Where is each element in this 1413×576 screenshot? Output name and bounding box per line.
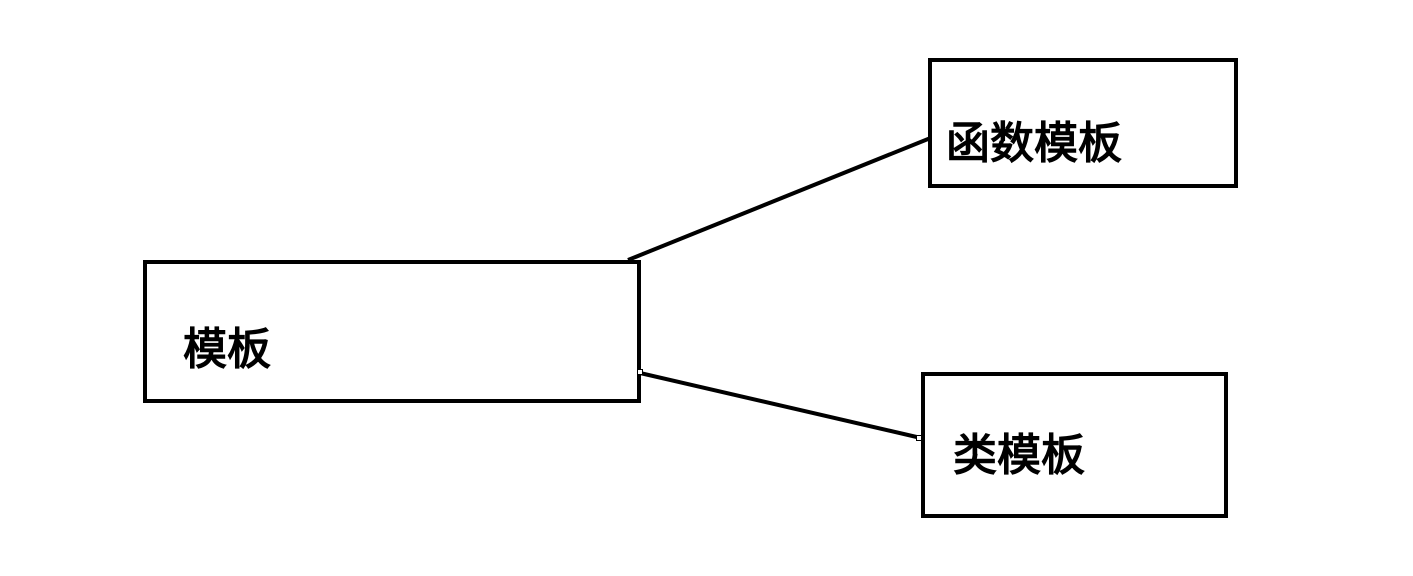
function-template-node-box: 函数模板 (928, 58, 1238, 188)
connector-line-root-to-class-template (639, 371, 922, 440)
function-template-node-label: 函数模板 (946, 118, 1122, 169)
root-node-box: 模板 (143, 260, 641, 403)
class-template-node-label: 类模板 (953, 430, 1085, 481)
connector-handle-start[interactable] (637, 369, 643, 375)
connector-handle-end[interactable] (916, 435, 922, 441)
connector-line-root-to-function-template (627, 135, 934, 262)
class-template-node-box: 类模板 (921, 372, 1228, 518)
root-node-label: 模板 (183, 324, 271, 375)
